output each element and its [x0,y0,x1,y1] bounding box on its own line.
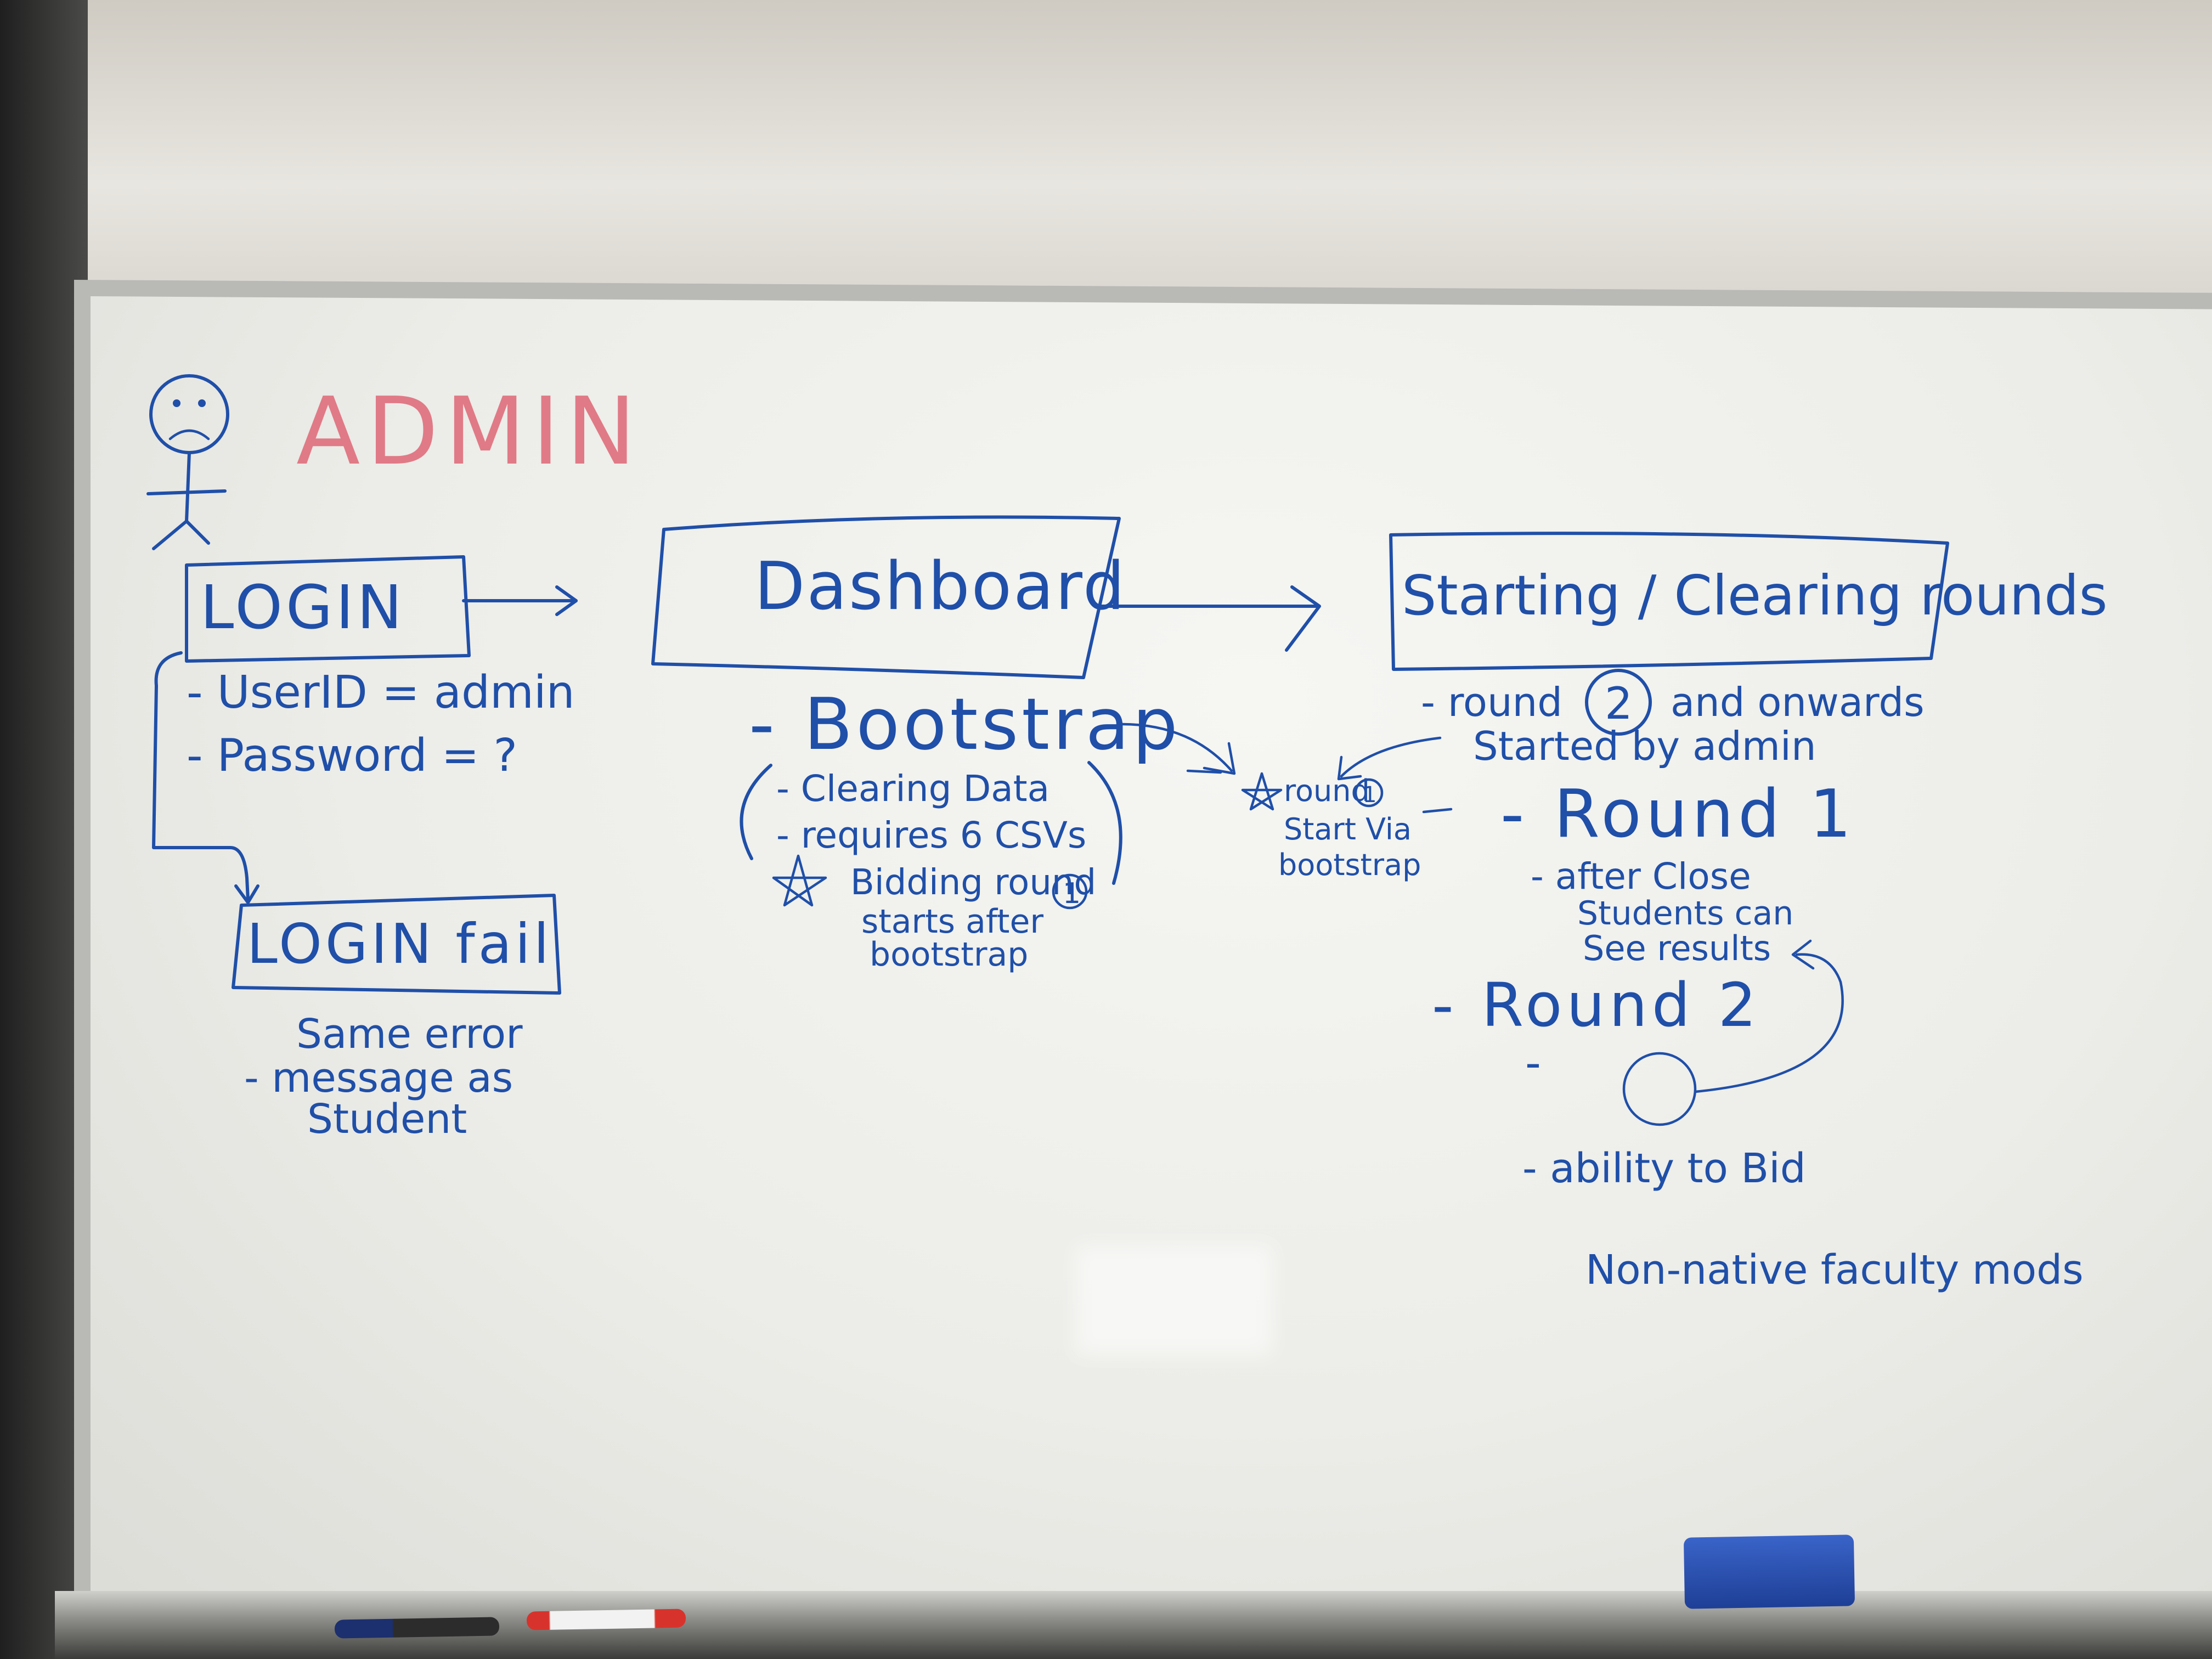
star-icon [1241,772,1283,811]
wall-shadow [0,0,88,1659]
login-box-label: LOGIN [200,572,405,642]
round1-note3: See results [1583,928,1771,968]
admin-role-label: ADMIN [296,377,642,486]
dashboard-box [651,515,1121,679]
light-glare [1075,1245,1273,1355]
rounds-intro-round-num: 2 [1605,678,1633,729]
round2-heading: - Round 2 [1432,970,1761,1040]
fail-note-line1: Same error [296,1011,523,1058]
round1-heading: - Round 1 [1500,776,1856,853]
bootstrap-bracket [740,761,1122,885]
rounds-intro-prefix: - round [1421,679,1562,725]
arrow-round2-results [1694,953,1844,1093]
rounds-intro-suffix: and onwards [1671,679,1925,725]
round1-note1: - after Close [1531,855,1751,898]
arrow-rounds-star [1340,736,1442,778]
star-note-line2: Start Via [1284,812,1412,847]
bootstrap-star-round-num: 1 [1063,877,1081,910]
fail-note-line2: - message as [244,1054,513,1102]
bootstrap-star-line1: Bidding round [850,862,1096,903]
login-password-line: - Password = ? [187,730,517,782]
rounds-box [1389,532,1949,671]
round-number-circle [1052,873,1088,910]
round2-blank-bullet: - [1525,1037,1541,1088]
star-note-line3: bootstrap [1278,848,1421,882]
bootstrap-star-line3: bootstrap [870,935,1028,974]
stick-figure-icon [146,374,229,550]
bracket-login-fail [152,651,250,901]
login-userid-line: - UserID = admin [187,667,575,719]
login-box [185,555,471,663]
round-number-circle [1354,778,1384,808]
bootstrap-heading: - Bootstrap [749,682,1181,766]
bootstrap-item-clearing: - Clearing Data [776,768,1049,810]
rounds-intro-line2: Started by admin [1473,723,1816,769]
round1-note2: Students can [1577,894,1793,933]
login-fail-label: LOGIN fail [247,912,552,976]
star-icon [772,854,827,907]
extra-line-bid: - ability to Bid [1522,1145,1806,1192]
login-fail-box [232,894,561,995]
red-marker[interactable] [526,1609,686,1630]
round-number-circle [1585,669,1652,736]
bootstrap-item-csvs: - requires 6 CSVs [776,814,1086,856]
star-note-round-num: 1 [1363,782,1376,808]
rounds-box-label: Starting / Clearing rounds [1402,563,2108,628]
bootstrap-star-line2: starts after [861,902,1043,941]
blank-circle [1622,1052,1697,1126]
extra-line-mods: Non-native faculty mods [1585,1246,2084,1294]
eraser[interactable] [1683,1534,1855,1609]
dashboard-label: Dashboard [754,549,1126,625]
arrow-bootstrap-note [1120,723,1233,772]
wall [0,0,2212,307]
blue-marker[interactable] [334,1617,500,1639]
fail-note-line3: Student [307,1096,467,1143]
